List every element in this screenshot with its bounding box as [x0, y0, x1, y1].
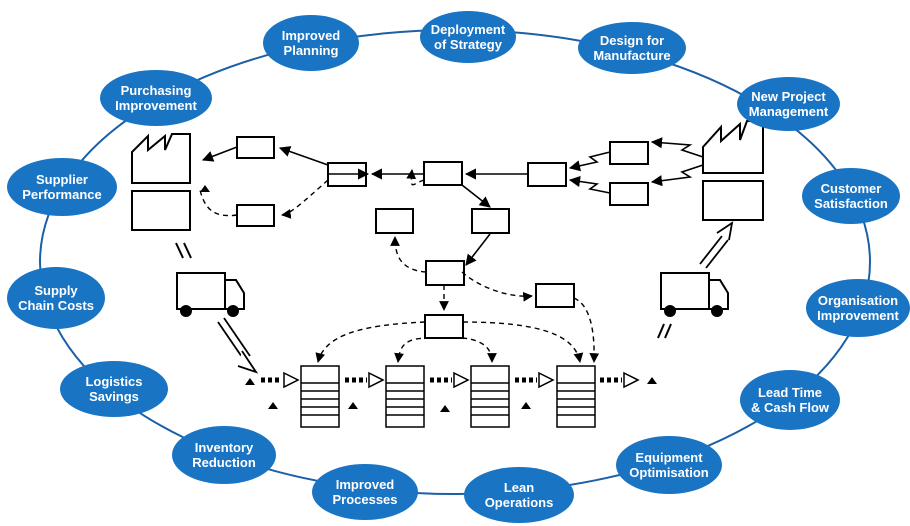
node-purchasing-improvement: Purchasing Improvement [100, 70, 212, 126]
shipment-arrow-in [217, 317, 259, 374]
node-line2: Improvement [115, 98, 197, 113]
dashed-info-arrows [199, 169, 600, 363]
node-line1: Supply [34, 283, 78, 298]
info-box [609, 141, 649, 165]
node-lean-operations: Lean Operations [464, 467, 574, 523]
info-box [423, 161, 463, 186]
node-line2: of Strategy [434, 37, 502, 52]
node-improved-processes: Improved Processes [312, 464, 418, 520]
node-line2: Savings [89, 389, 139, 404]
node-line2: Reduction [192, 455, 256, 470]
push-arrow-icon [261, 371, 640, 389]
info-box [527, 162, 567, 187]
process-box-icon [300, 365, 596, 428]
node-improved-planning: Improved Planning [263, 15, 359, 71]
node-line2: Optimisation [629, 465, 709, 480]
node-line2: Manufacture [593, 48, 671, 63]
node-line2: Chain Costs [18, 298, 94, 313]
node-line1: Improved [335, 477, 395, 492]
shipment-arrow-out [699, 221, 734, 269]
node-line2: Satisfaction [814, 196, 888, 211]
customer-factory-icon [702, 120, 764, 221]
node-line2: Operations [484, 495, 554, 510]
info-box [236, 136, 275, 159]
node-logistics-savings: Logistics Savings [60, 361, 168, 417]
info-box [609, 182, 649, 206]
inventory-triangle-icon [200, 185, 657, 412]
node-line2: Planning [283, 43, 339, 58]
info-box [425, 260, 465, 286]
node-line1: Design for [599, 33, 665, 48]
node-design-for-manufacture: Design for Manufacture [578, 22, 686, 74]
node-line1: New Project [751, 89, 826, 104]
info-box [236, 204, 275, 227]
node-line2: & Cash Flow [750, 400, 829, 415]
node-inventory-reduction: Inventory Reduction [172, 426, 276, 484]
node-line1: Purchasing [120, 83, 192, 98]
supplier-truck-icon [176, 272, 245, 317]
node-line2: Performance [22, 187, 102, 202]
info-box [471, 208, 510, 234]
node-new-project-management: New Project Management [737, 77, 840, 131]
node-line1: Deployment [430, 22, 506, 37]
node-line1: Organisation [817, 293, 899, 308]
supplier-factory-icon [131, 133, 191, 231]
node-line1: Improved [281, 28, 341, 43]
node-line1: Lead Time [757, 385, 823, 400]
info-box [424, 314, 464, 339]
node-deployment-of-strategy: Deployment of Strategy [420, 11, 516, 63]
node-lead-time-cash-flow: Lead Time & Cash Flow [740, 370, 840, 430]
node-line1: Equipment [635, 450, 703, 465]
node-line1: Inventory [194, 440, 254, 455]
node-organisation-improvement: Organisation Improvement [806, 279, 910, 337]
node-supply-chain-costs: Supply Chain Costs [7, 267, 105, 329]
shipment-marks [175, 242, 672, 339]
node-supplier-performance: Supplier Performance [7, 158, 117, 216]
node-line2: Improvement [817, 308, 899, 323]
node-line1: Supplier [35, 172, 88, 187]
node-line1: Lean [503, 480, 535, 495]
node-line1: Customer [820, 181, 882, 196]
node-customer-satisfaction: Customer Satisfaction [802, 168, 900, 224]
customer-truck-icon [660, 272, 729, 317]
node-line1: Logistics [85, 374, 143, 389]
node-line2: Management [748, 104, 829, 119]
info-box [375, 208, 414, 234]
node-line2: Processes [332, 492, 398, 507]
info-box [535, 283, 575, 308]
electronic-info-icon [568, 137, 704, 194]
node-equipment-optimisation: Equipment Optimisation [616, 436, 722, 494]
